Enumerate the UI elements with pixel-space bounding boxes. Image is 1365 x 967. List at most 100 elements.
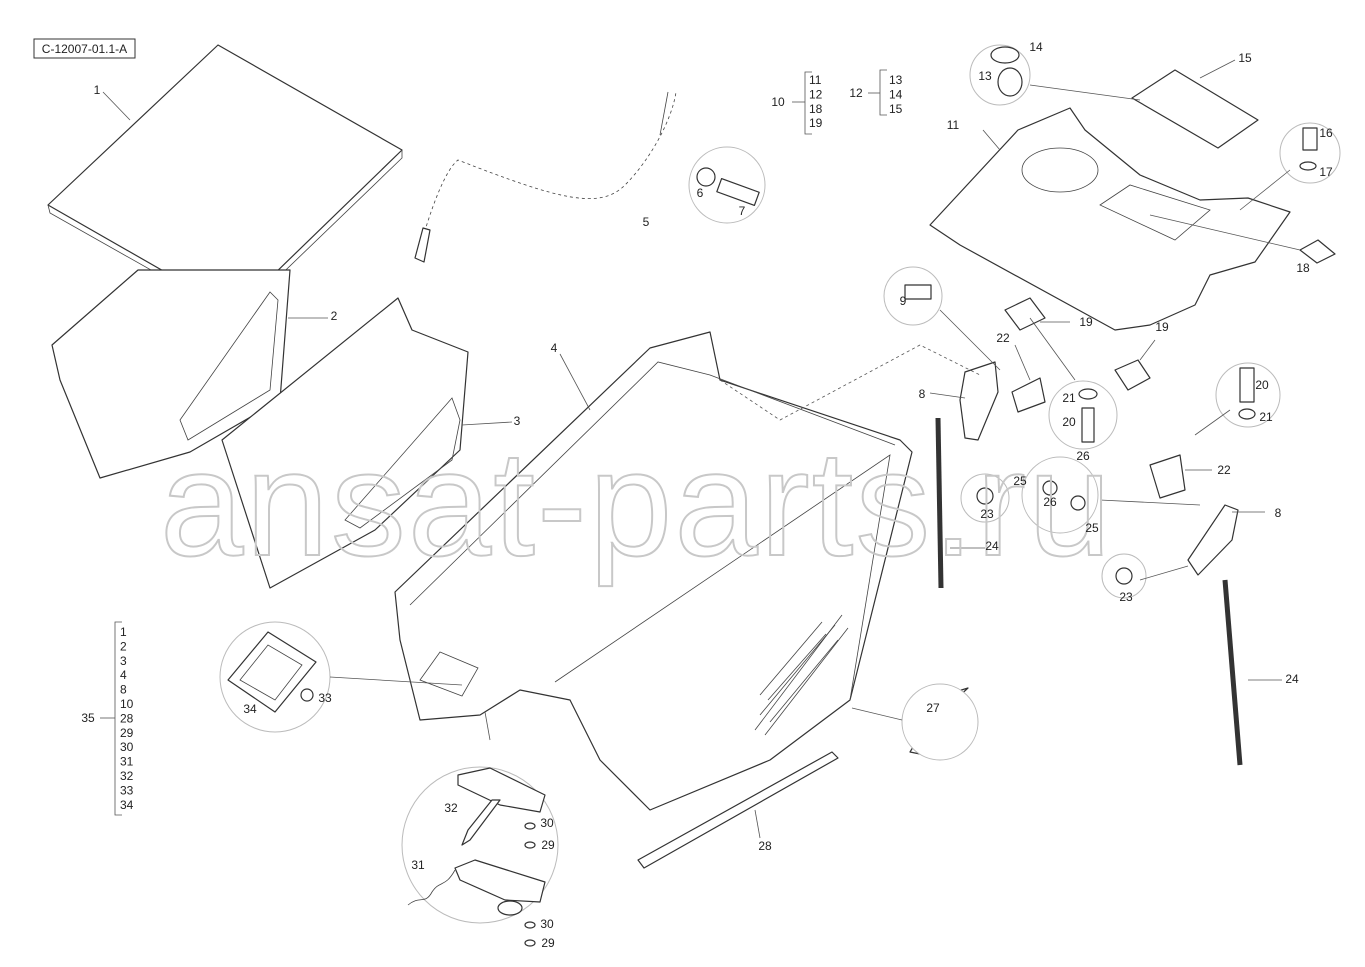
callout-c16: 16 (1319, 126, 1333, 140)
callout-c22a: 22 (996, 331, 1010, 345)
part-28-strip (637, 751, 839, 869)
detail-circle-27 (901, 683, 979, 761)
kit-item: 1 (120, 625, 127, 639)
kit-lists: 1011121819121314153512348102829303132333… (81, 73, 902, 812)
callout-c4: 4 (551, 341, 558, 355)
callout-c9: 9 (900, 294, 907, 308)
callout-c32: 32 (444, 801, 458, 815)
callout-c23b: 23 (1119, 590, 1133, 604)
kit-item: 29 (120, 726, 134, 740)
kit-item: 3 (120, 654, 127, 668)
callout-c6: 6 (697, 186, 704, 200)
watermark: ansat-parts.ru (160, 419, 1113, 587)
callout-c22b: 22 (1217, 463, 1231, 477)
kit-item: 13 (889, 73, 903, 87)
callout-c27: 27 (926, 701, 940, 715)
kit-item: 33 (120, 783, 134, 797)
kit-item: 2 (120, 639, 127, 653)
callout-c25a: 25 (1013, 474, 1027, 488)
callout-c20b: 20 (1255, 378, 1269, 392)
part-22-bracket-left (1011, 377, 1046, 413)
callout-c26a: 26 (1043, 495, 1057, 509)
callout-c30b: 30 (540, 917, 554, 931)
callout-c20a: 20 (1062, 415, 1076, 429)
kit-item: 28 (120, 711, 134, 725)
callout-c8b: 8 (1275, 506, 1282, 520)
kit-item: 30 (120, 740, 134, 754)
kit-item: 8 (120, 683, 127, 697)
callout-c28: 28 (758, 839, 772, 853)
detail-circle-6-7 (688, 146, 766, 224)
part-24-strut-right (1222, 579, 1243, 766)
kit-label-35: 35 (81, 711, 95, 725)
callout-c15: 15 (1238, 51, 1252, 65)
part-8-hinge-right (1187, 504, 1239, 576)
part-22-bracket-right (1149, 454, 1186, 499)
kit-item: 34 (120, 798, 134, 812)
part-3-side-panel (221, 297, 469, 589)
detail-circle-13-14 (969, 44, 1031, 106)
detail-circle-33-34 (219, 621, 331, 733)
kit-bracket-35 (100, 621, 122, 816)
kit-bracket-10 (792, 71, 812, 135)
callout-c5: 5 (643, 215, 650, 229)
callout-c18: 18 (1296, 261, 1310, 275)
part-11-console (929, 107, 1291, 331)
kit-item: 10 (120, 697, 134, 711)
part-15-cover (1131, 69, 1259, 149)
callout-c3: 3 (514, 414, 521, 428)
callout-c7: 7 (739, 204, 746, 218)
callout-c17: 17 (1319, 165, 1333, 179)
callout-c31: 31 (411, 858, 425, 872)
part-8-hinge-left (959, 361, 999, 441)
hood-vent-slots (754, 614, 849, 736)
detail-circle-20-21-right (1215, 362, 1281, 428)
part-2-side-panel (51, 269, 291, 479)
detail-circle-20-21-left (1048, 380, 1118, 450)
detail-circle-23-right (1101, 553, 1147, 599)
kit-item: 12 (809, 87, 823, 101)
part-19-bracket-a (1004, 297, 1046, 331)
callout-c25b: 25 (1085, 521, 1099, 535)
detail-circle-23-25-26 (1021, 456, 1099, 534)
kit-item: 15 (889, 102, 903, 116)
kit-bracket-12 (868, 69, 887, 116)
part-5-cable (414, 91, 677, 263)
callout-c13: 13 (978, 69, 992, 83)
callout-c19b: 19 (1155, 320, 1169, 334)
callout-c26b: 26 (1076, 449, 1090, 463)
kit-item: 14 (889, 87, 903, 101)
callout-c8a: 8 (919, 387, 926, 401)
callout-c34: 34 (243, 702, 257, 716)
callout-c23a: 23 (980, 507, 994, 521)
part-4-hood (394, 331, 913, 811)
callout-c33: 33 (318, 691, 332, 705)
kit-item: 31 (120, 755, 134, 769)
kit-item: 32 (120, 769, 134, 783)
kit-item: 4 (120, 668, 127, 682)
callout-c29b: 29 (541, 936, 555, 950)
kit-item: 18 (809, 102, 823, 116)
callout-c21a: 21 (1062, 391, 1076, 405)
detail-circle-9 (883, 266, 943, 326)
callout-c14: 14 (1029, 40, 1043, 54)
callout-c2: 2 (331, 309, 338, 323)
callout-c24a: 24 (985, 539, 999, 553)
callout-c19a: 19 (1079, 315, 1093, 329)
callout-c1: 1 (94, 83, 101, 97)
callout-c24b: 24 (1285, 672, 1299, 686)
kit-item: 11 (809, 73, 822, 87)
callout-c30a: 30 (540, 816, 554, 830)
diagram-code: C-12007-01.1-A (42, 42, 127, 56)
part-19-bracket-b (1114, 359, 1151, 391)
callout-c21b: 21 (1259, 410, 1273, 424)
kit-item: 19 (809, 116, 823, 130)
detail-circle-16-17 (1279, 122, 1341, 184)
part-18-label-sticker (1299, 239, 1336, 264)
detail-circle-29-32 (401, 766, 559, 947)
kit-label-12: 12 (849, 86, 863, 100)
leader-lines (102, 59, 1301, 839)
part-24-strut-left (935, 417, 944, 589)
